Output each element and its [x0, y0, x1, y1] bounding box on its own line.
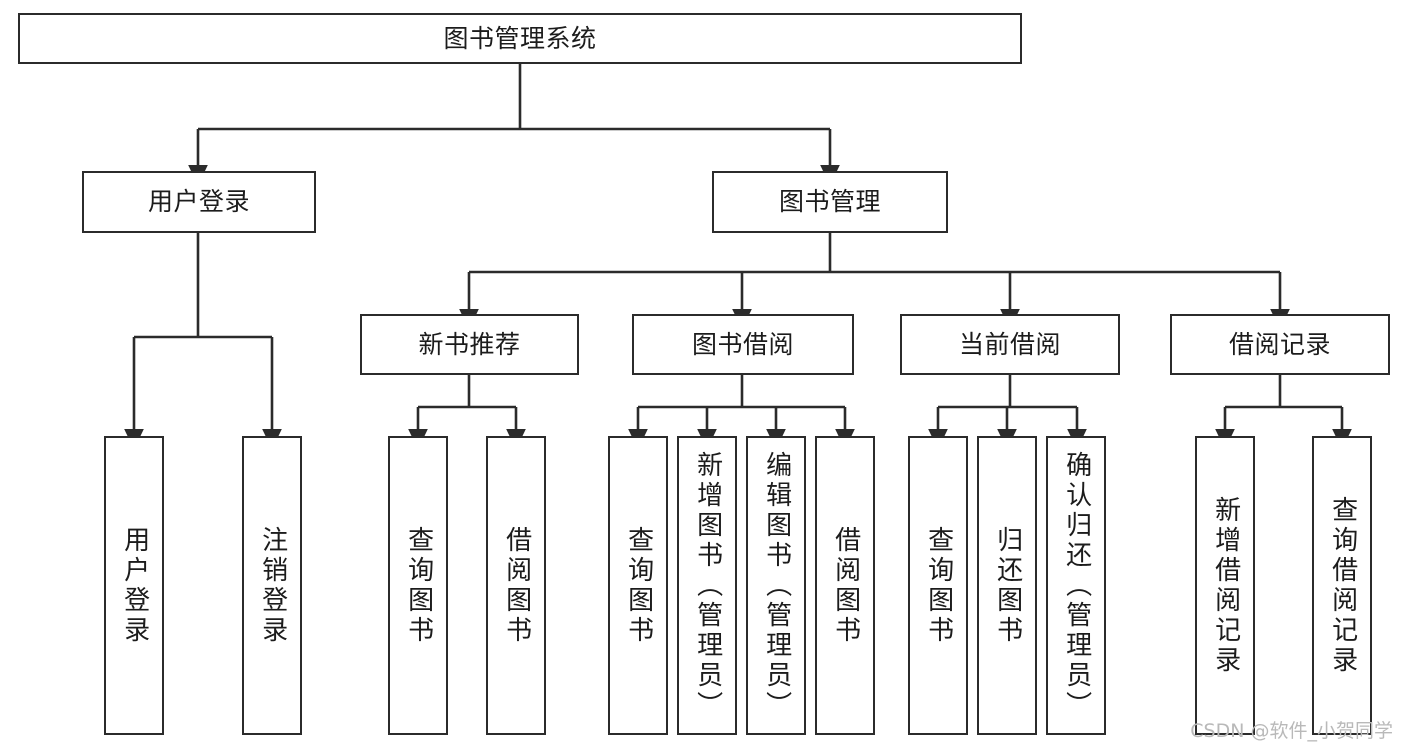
watermark-text: CSDN @软件_小贺同学 — [1190, 720, 1393, 742]
node-book-manage[interactable]: 图书管理 — [712, 171, 948, 233]
node-leaf-return-book[interactable]: 归还图书 — [977, 436, 1037, 735]
node-label: 查询图书 — [623, 525, 654, 646]
node-label: 注销登录 — [257, 525, 288, 646]
node-label: 查询图书 — [403, 525, 434, 646]
node-label: 用户登录 — [147, 187, 250, 216]
node-label: 图书管理系统 — [443, 23, 597, 53]
node-label: 借阅记录 — [1228, 329, 1331, 359]
node-leaf-borrow-book-2[interactable]: 借阅图书 — [815, 436, 875, 735]
node-leaf-borrow-book-1[interactable]: 借阅图书 — [486, 436, 546, 735]
node-label: 借阅图书 — [501, 525, 532, 646]
node-leaf-query-book-1[interactable]: 查询图书 — [388, 436, 448, 735]
node-label: 确认归还（管理员） — [1061, 450, 1092, 721]
node-label: 新增借阅记录 — [1210, 495, 1241, 676]
node-book-borrow[interactable]: 图书借阅 — [632, 314, 854, 375]
node-leaf-query-book-2[interactable]: 查询图书 — [608, 436, 668, 735]
node-borrow-record[interactable]: 借阅记录 — [1170, 314, 1390, 375]
node-label: 查询图书 — [923, 525, 954, 646]
node-label: 图书管理 — [778, 187, 881, 216]
node-leaf-logout-login[interactable]: 注销登录 — [242, 436, 302, 735]
node-leaf-user-login[interactable]: 用户登录 — [104, 436, 164, 735]
node-root-system[interactable]: 图书管理系统 — [18, 13, 1022, 64]
node-new-book-recommend[interactable]: 新书推荐 — [360, 314, 579, 375]
node-label: 用户登录 — [119, 525, 150, 646]
node-label: 图书借阅 — [691, 329, 794, 359]
node-label: 当前借阅 — [958, 329, 1061, 359]
node-user-login[interactable]: 用户登录 — [82, 171, 316, 233]
node-label: 新增图书（管理员） — [692, 450, 723, 721]
node-label: 查询借阅记录 — [1327, 495, 1358, 676]
node-current-borrow[interactable]: 当前借阅 — [900, 314, 1120, 375]
node-label: 归还图书 — [992, 525, 1023, 646]
node-leaf-query-book-3[interactable]: 查询图书 — [908, 436, 968, 735]
node-leaf-add-record[interactable]: 新增借阅记录 — [1195, 436, 1255, 735]
node-leaf-edit-book[interactable]: 编辑图书（管理员） — [746, 436, 806, 735]
node-label: 借阅图书 — [830, 525, 861, 646]
node-leaf-query-record[interactable]: 查询借阅记录 — [1312, 436, 1372, 735]
node-leaf-confirm-return[interactable]: 确认归还（管理员） — [1046, 436, 1106, 735]
node-label: 编辑图书（管理员） — [761, 450, 792, 721]
node-leaf-add-book[interactable]: 新增图书（管理员） — [677, 436, 737, 735]
node-label: 新书推荐 — [418, 329, 521, 359]
